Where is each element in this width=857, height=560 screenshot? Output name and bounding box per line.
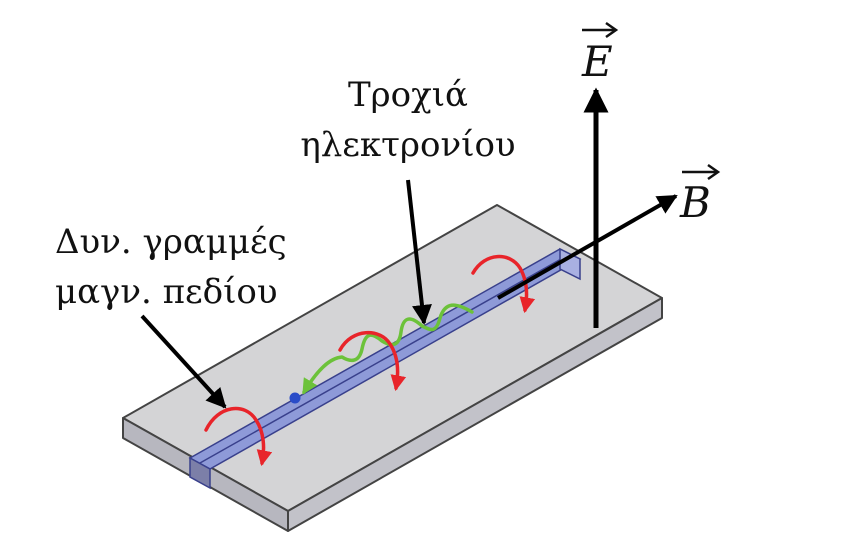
e-vector-label: E [581, 37, 613, 86]
e-vector-overarrow-head [605, 21, 619, 39]
fieldlines-pointer-arrow [140, 314, 227, 409]
field-line-3 [471, 254, 536, 314]
trajectory-label-line2: ηλεκτρονίου [300, 125, 515, 165]
field-lines [204, 254, 536, 467]
electron-trajectory [302, 303, 474, 395]
slab-right-face [287, 297, 663, 532]
fieldlines-label-line2: μαγν. πεδίου [55, 272, 278, 312]
trajectory-pointer-arrow [406, 179, 432, 325]
trajectory-label-line1: Τροχιά [348, 75, 468, 115]
b-vector-overarrow-head [707, 163, 721, 181]
electron-dot [289, 392, 301, 404]
b-vector-label: B [679, 178, 711, 227]
fieldlines-label-line1: Δυν. γραμμές [55, 222, 287, 262]
channel-front-face [189, 456, 211, 490]
b-vector-label-group: B [679, 163, 721, 227]
b-vector-arrow [497, 194, 678, 300]
field-line-1 [204, 406, 273, 467]
e-vector-label-group: E [581, 21, 619, 86]
field-line-2 [338, 330, 407, 392]
